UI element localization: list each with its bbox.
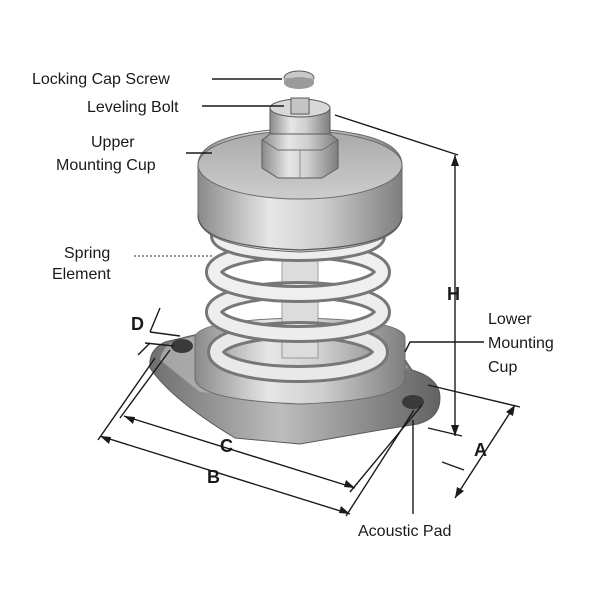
dimension-label-b: B: [207, 467, 220, 487]
dimension-label-d: D: [131, 314, 144, 334]
hex-nut-shape: [261, 127, 339, 179]
d-ext-bottom: [144, 342, 175, 347]
b-ext-left: [97, 357, 156, 441]
bolt-hole-right: [402, 395, 424, 409]
dimension-label-a: A: [474, 440, 487, 460]
dimension-label-h: H: [447, 284, 460, 304]
dimension-labels: H A D C B: [131, 284, 487, 487]
part-labels: Locking Cap Screw Leveling Bolt Upper Mo…: [32, 71, 554, 540]
d-ext-top: [149, 331, 181, 337]
c-ext-left: [119, 349, 171, 419]
label-spring-element-line2: Element: [52, 266, 111, 283]
b-ext-right: [345, 409, 415, 517]
a-ext-bottom: [441, 461, 465, 471]
leader-lines: [134, 78, 484, 514]
label-upper-mounting-cup-line2: Mounting Cup: [56, 157, 156, 174]
h-ext-top: [334, 114, 459, 156]
h-ext-bottom: [427, 427, 463, 437]
label-lower-mounting-cup-line3: Cup: [488, 359, 517, 376]
label-spring-element-line1: Spring: [64, 245, 110, 262]
dimension-line-d-bottom: [137, 342, 151, 356]
bolt-hole-left: [171, 339, 193, 353]
leader-lower-mounting-cup: [404, 341, 484, 353]
label-lower-mounting-cup-line1: Lower: [488, 311, 532, 328]
isolator-illustration: [149, 70, 441, 445]
label-locking-cap-screw: Locking Cap Screw: [32, 71, 170, 88]
dimension-line-a: [454, 404, 516, 499]
dimension-line-c: [123, 415, 356, 489]
label-upper-mounting-cup-line1: Upper: [91, 134, 135, 151]
locking-cap-screw-shape: [283, 70, 315, 89]
dimension-line-d-top: [149, 307, 161, 333]
c-ext-right: [349, 404, 423, 493]
dimension-label-c: C: [220, 436, 233, 456]
label-lower-mounting-cup-line2: Mounting: [488, 335, 554, 352]
dimension-line-b: [99, 435, 351, 515]
a-ext-top: [427, 384, 521, 408]
label-leveling-bolt: Leveling Bolt: [87, 99, 179, 116]
leveling-bolt-shape: [269, 97, 331, 135]
dimension-lines: [97, 114, 521, 517]
label-acoustic-pad: Acoustic Pad: [358, 523, 451, 540]
